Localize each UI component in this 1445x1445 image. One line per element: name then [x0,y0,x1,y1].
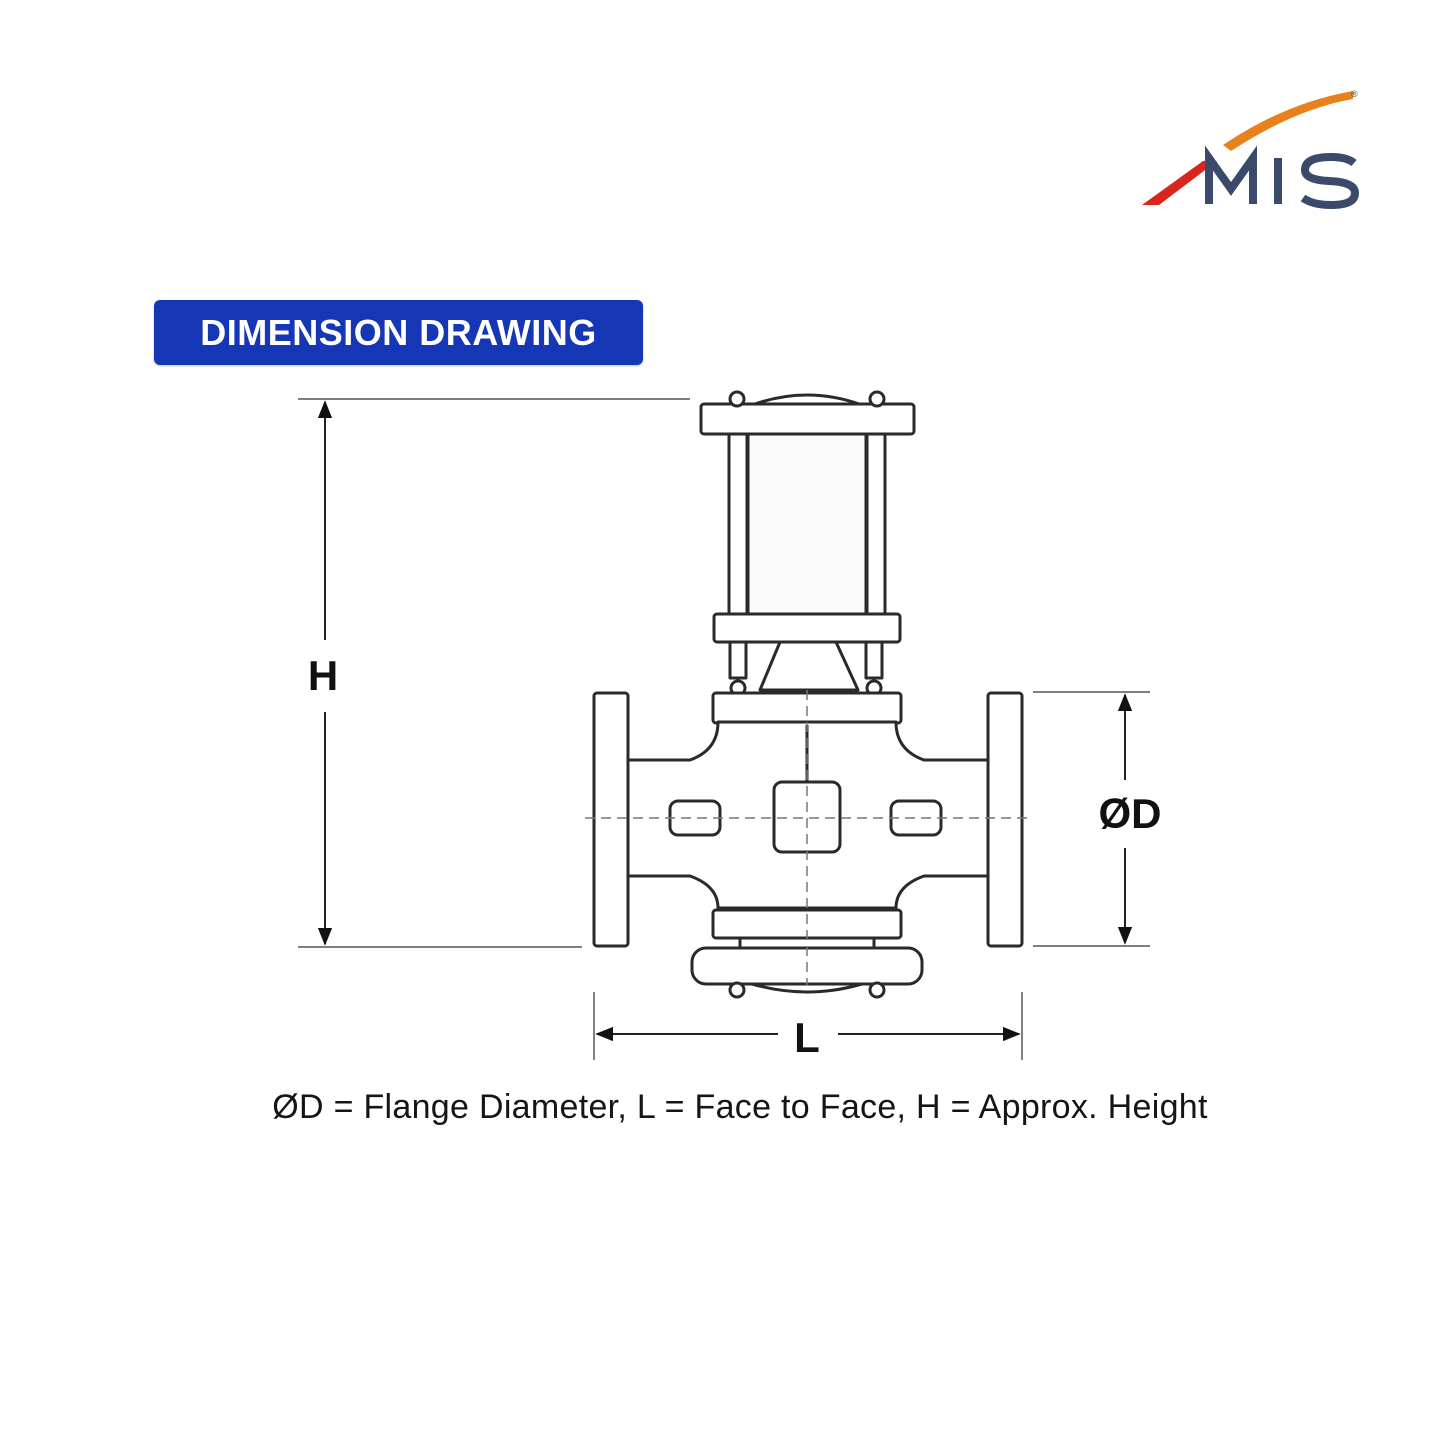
logo-letter-i [1274,158,1282,204]
tie-rod-left [727,432,749,616]
left-flange [592,691,630,948]
tie-rod-right [865,432,887,616]
yoke-stud-left [728,640,748,680]
logo-letter-s [1300,152,1360,210]
bottom-dome [750,982,864,994]
actuator-cylinder [746,432,868,616]
length-label: L [794,1014,820,1061]
logo-swoosh-orange [1223,91,1353,151]
right-flange [986,691,1024,948]
height-label: H [308,652,338,699]
actuator-top-plate [699,402,916,436]
yoke-stud-right [864,640,884,680]
top-bolt-left [728,390,746,408]
left-port [668,799,722,837]
dimension-drawing-badge: DIMENSION DRAWING [154,300,643,365]
dimension-drawing-title: DIMENSION DRAWING [200,311,597,353]
diameter-label: ØD [1099,790,1162,837]
valve-body [592,390,1024,999]
top-bolt-right [868,390,886,408]
length-dimension: L [593,992,1023,1061]
logo-swoosh-red [1142,161,1217,205]
logo-letter-m [1205,145,1257,204]
dimension-legend-text: ØD = Flange Diameter, L = Face to Face, … [272,1088,1208,1126]
actuator-bottom-plate [712,612,902,644]
mis-logo: ® [1135,85,1365,215]
center-lines [585,690,1030,985]
diameter-dimension: ØD [1033,691,1162,947]
dimension-legend: ØD = Flange Diameter, L = Face to Face, … [150,1088,1330,1127]
height-dimension: H [298,398,690,948]
bottom-bolt-left [728,981,746,999]
bottom-bolt-right [868,981,886,999]
yoke [758,640,860,692]
logo-registered-mark: ® [1351,89,1358,99]
